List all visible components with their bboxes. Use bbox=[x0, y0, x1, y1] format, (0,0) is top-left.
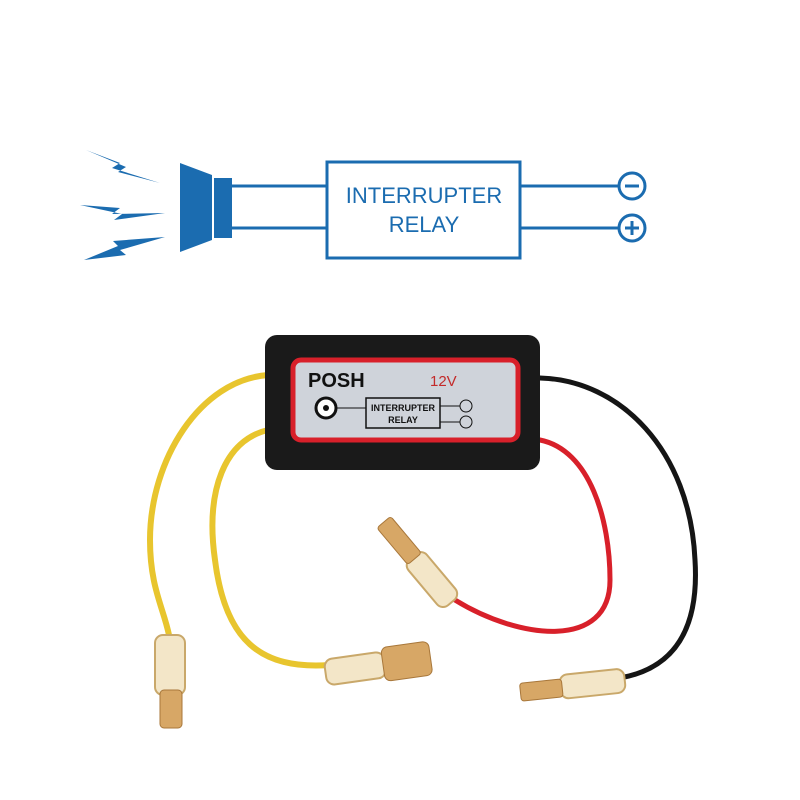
horn-speaker-icon bbox=[180, 163, 232, 252]
interrupter-relay-box bbox=[325, 160, 522, 260]
negative-terminal-icon bbox=[617, 171, 647, 201]
positive-terminal-icon bbox=[617, 213, 647, 243]
label-line2: RELAY bbox=[388, 415, 418, 425]
wiring-diagram bbox=[80, 150, 647, 260]
relay-label bbox=[290, 357, 521, 443]
spade-connector bbox=[519, 668, 627, 702]
spade-connector bbox=[377, 517, 459, 608]
brand-text: POSH bbox=[308, 370, 365, 392]
yellow-wire-2 bbox=[209, 427, 333, 669]
diagram-label-line2: RELAY bbox=[389, 212, 460, 237]
black-wire bbox=[537, 375, 698, 681]
red-wire bbox=[452, 437, 613, 634]
label-line1: INTERRUPTER bbox=[371, 403, 436, 413]
sound-waves-icon bbox=[80, 150, 165, 260]
spade-connector bbox=[154, 634, 186, 729]
yellow-wire-1 bbox=[146, 372, 271, 643]
spade-connector bbox=[323, 641, 433, 686]
diagram-label-line1: INTERRUPTER bbox=[346, 183, 502, 208]
voltage-text: 12V bbox=[430, 373, 457, 390]
